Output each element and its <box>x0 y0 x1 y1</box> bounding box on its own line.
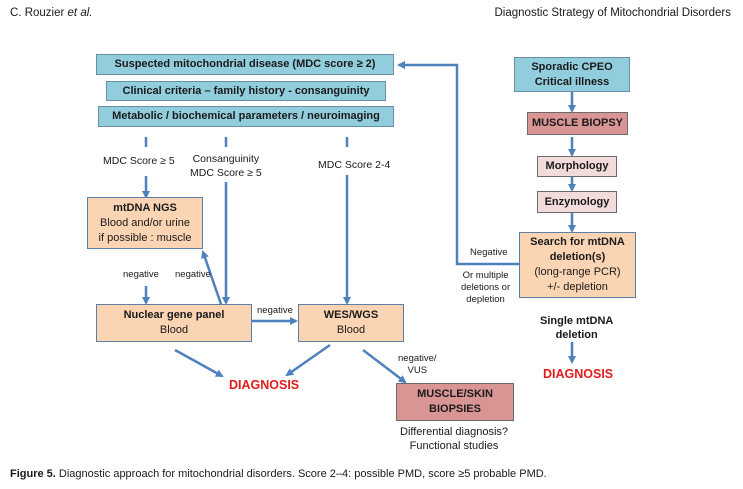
diagnosis-left: DIAGNOSIS <box>229 378 300 392</box>
critical-illness-text: Critical illness <box>534 75 610 88</box>
search-line-4: +/- depletion <box>547 281 608 293</box>
metabolic-parameters-text: Metabolic / biochemical parameters / neu… <box>112 110 380 122</box>
multiple-line-1: Or multiple <box>462 270 509 281</box>
mtdna-ngs-title: mtDNA NGS <box>113 201 177 214</box>
author-name: C. Rouzier <box>10 7 65 19</box>
enzymology-text: Enzymology <box>544 195 610 208</box>
search-line-1: Search for mtDNA <box>530 236 625 248</box>
muscle-skin-line-2: BIOPSIES <box>429 403 481 415</box>
clinical-criteria-box: Clinical criteria – family history - con… <box>106 81 386 101</box>
mdc-score-2-4-label: MDC Score 2-4 <box>318 159 391 171</box>
figure-caption-text: Diagnostic approach for mitochondrial di… <box>58 468 547 480</box>
suspected-disease-text: Suspected mitochondrial disease (MDC sco… <box>114 58 376 70</box>
figure-label: Figure 5. <box>10 468 56 480</box>
nuclear-panel-title: Nuclear gene panel <box>123 309 225 321</box>
differential-line-2: Functional studies <box>409 440 499 452</box>
consanguinity-label: Consanguinity MDC Score ≥ 5 <box>190 152 262 180</box>
wes-wgs-title: WES/WGS <box>323 309 379 321</box>
negative-label-left: negative <box>123 269 159 280</box>
mtdna-ngs-muscle: if possible : muscle <box>98 231 192 244</box>
nuclear-gene-panel-box: Nuclear gene panel Blood <box>96 304 252 342</box>
morphology-text: Morphology <box>545 160 609 172</box>
mtdna-ngs-box: mtDNA NGS Blood and/or urine if possible… <box>87 197 203 249</box>
search-line-3: (long-range PCR) <box>534 266 621 278</box>
negative-side-label: Negative <box>470 247 508 258</box>
single-deletion-label: Single mtDNA deletion <box>540 314 613 342</box>
running-head-author: C. Rouzier et al. <box>10 7 92 19</box>
muscle-biopsy-text: MUSCLE BIOPSY <box>531 117 624 129</box>
metabolic-parameters-box: Metabolic / biochemical parameters / neu… <box>98 106 394 127</box>
sporadic-cpeo-box: Sporadic CPEO Critical illness <box>514 57 630 92</box>
differential-line-1: Differential diagnosis? <box>400 426 509 438</box>
wes-wgs-sample: Blood <box>336 324 366 336</box>
muscle-skin-biopsies-box: MUSCLE/SKIN BIOPSIES <box>396 383 514 421</box>
single-line-2: deletion <box>555 329 598 341</box>
search-line-2: deletion(s) <box>549 251 606 263</box>
mtdna-ngs-sample: Blood and/or urine <box>100 216 190 229</box>
negative-vus-line-1: negative/ <box>398 353 437 364</box>
differential-diagnosis-label: Differential diagnosis? Functional studi… <box>400 425 508 453</box>
running-head-title: Diagnostic Strategy of Mitochondrial Dis… <box>494 7 732 19</box>
negative-label-middle: negative <box>257 305 293 316</box>
negative-vus-line-2: VUS <box>407 365 428 376</box>
suspected-disease-box: Suspected mitochondrial disease (MDC sco… <box>96 54 394 75</box>
morphology-box: Morphology <box>537 156 617 177</box>
nuclear-panel-sample: Blood <box>159 324 189 336</box>
multiple-deletions-label: Or multiple deletions or depletion <box>461 270 510 306</box>
muscle-skin-line-1: MUSCLE/SKIN <box>417 388 493 400</box>
consanguinity-line-1: Consanguinity <box>192 153 260 165</box>
muscle-biopsy-box: MUSCLE BIOPSY <box>527 112 628 135</box>
negative-label-right: negative <box>175 269 211 280</box>
clinical-criteria-text: Clinical criteria – family history - con… <box>122 84 370 97</box>
sporadic-cpeo-text: Sporadic CPEO <box>531 60 613 73</box>
enzymology-box: Enzymology <box>537 191 617 213</box>
negative-vus-label: negative/ VUS <box>398 353 437 377</box>
mtdna-deletion-search-box: Search for mtDNA deletion(s) (long-range… <box>519 232 636 298</box>
figure-caption: Figure 5. Diagnostic approach for mitoch… <box>10 468 547 480</box>
mdc-score-5-label: MDC Score ≥ 5 <box>103 155 175 167</box>
wes-wgs-box: WES/WGS Blood <box>298 304 404 342</box>
author-etal: et al. <box>67 7 93 19</box>
single-line-1: Single mtDNA <box>540 315 614 327</box>
diagnosis-right: DIAGNOSIS <box>543 367 614 381</box>
multiple-line-2: deletions or <box>461 282 511 293</box>
consanguinity-line-2: MDC Score ≥ 5 <box>190 167 262 179</box>
multiple-line-3: depletion <box>466 294 505 305</box>
